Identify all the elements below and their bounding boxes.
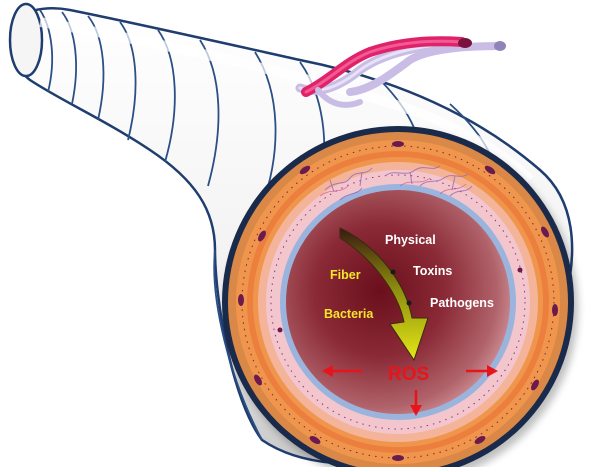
label-bacteria: Bacteria [324,307,374,321]
ros-generation-arrow [339,227,429,362]
ros-left-arrow [322,365,362,377]
label-ros: ROS [388,364,429,385]
capillary-network [324,165,473,201]
ros-diffusion-arrows [322,365,498,416]
mesenteric-blood-vessels [295,36,506,108]
label-fiber: Fiber [330,268,361,282]
ros-right-arrow [466,365,498,377]
label-physical: Physical [385,233,436,247]
label-pathogens: Pathogens [430,296,494,310]
ros-down-arrow [410,390,422,416]
label-toxins: Toxins [413,264,452,278]
labels: Physical Toxins Pathogens Fiber Bacteria… [324,233,494,385]
